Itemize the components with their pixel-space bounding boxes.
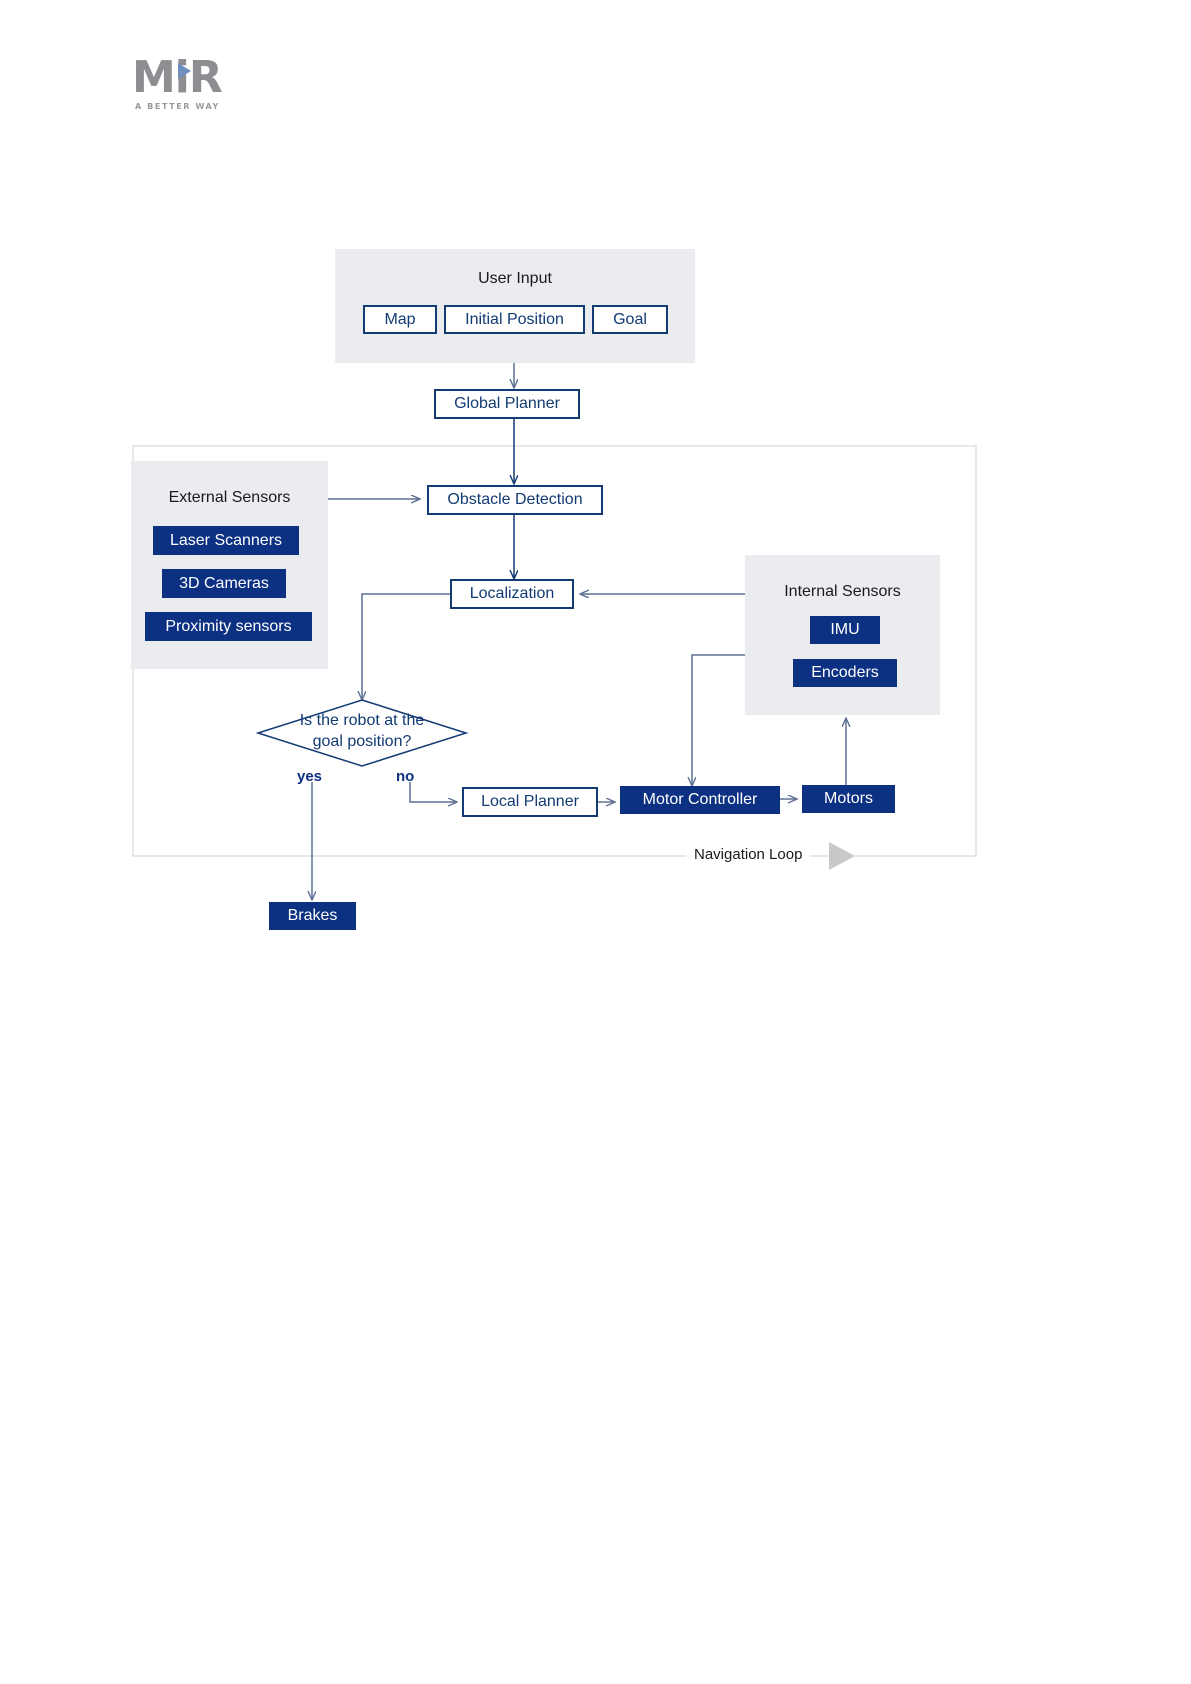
external-sensor-laser-scanners[interactable]: Laser Scanners — [153, 526, 299, 555]
user-input-item-map[interactable]: Map — [363, 305, 437, 334]
navigation-loop-arrow-icon — [829, 842, 855, 870]
logo-tagline: A BETTER WAY — [135, 102, 220, 111]
node-global-planner[interactable]: Global Planner — [434, 389, 580, 419]
mir-logo: MiR A BETTER WAY — [132, 55, 252, 117]
internal-sensors-title: Internal Sensors — [784, 583, 901, 600]
user-input-title: User Input — [478, 270, 552, 287]
node-motor-controller[interactable]: Motor Controller — [620, 786, 780, 814]
node-obstacle-detection[interactable]: Obstacle Detection — [427, 485, 603, 515]
logo-wordmark-wrap: MiR — [132, 55, 252, 101]
decision-line-2: goal position? — [312, 733, 412, 750]
internal-sensor-imu[interactable]: IMU — [810, 616, 880, 644]
node-motors[interactable]: Motors — [802, 785, 895, 813]
decision-line-1: Is the robot at the — [299, 712, 425, 729]
edge-label-yes: yes — [297, 768, 323, 785]
external-sensor-proximity-sensors[interactable]: Proximity sensors — [145, 612, 312, 641]
node-localization[interactable]: Localization — [450, 579, 574, 609]
edge-label-no: no — [396, 768, 415, 785]
node-local-planner[interactable]: Local Planner — [462, 787, 598, 817]
logo-wordmark: MiR — [132, 52, 223, 103]
external-sensors-title: External Sensors — [168, 489, 291, 506]
external-sensor-3d-cameras[interactable]: 3D Cameras — [162, 569, 286, 598]
internal-sensor-encoders[interactable]: Encoders — [793, 659, 897, 687]
navigation-loop-label: Navigation Loop — [686, 846, 811, 863]
logo-triangle-icon — [178, 63, 191, 79]
user-input-item-initial-position[interactable]: Initial Position — [444, 305, 585, 334]
node-brakes[interactable]: Brakes — [269, 902, 356, 930]
user-input-item-goal[interactable]: Goal — [592, 305, 668, 334]
decision-goal-reached[interactable]: Is the robot at the goal position? — [262, 710, 462, 752]
